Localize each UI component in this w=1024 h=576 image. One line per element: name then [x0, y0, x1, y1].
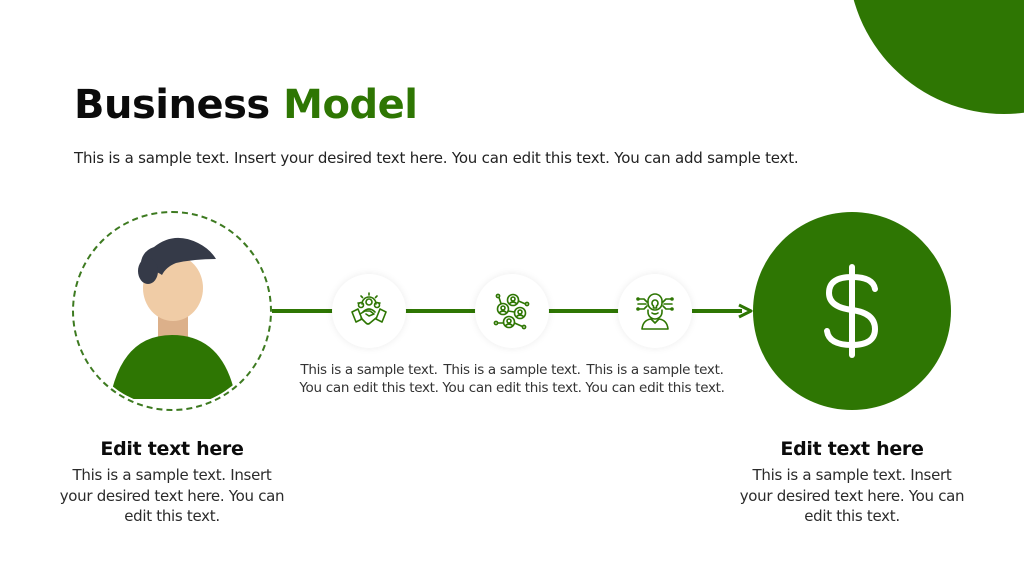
title-part-2: Model	[283, 82, 418, 128]
start-block: Edit text here This is a sample text. In…	[57, 436, 287, 527]
step-node-1	[332, 274, 406, 348]
step-node-3	[618, 274, 692, 348]
innovator-idea-icon	[636, 293, 674, 330]
network-people-icon	[493, 293, 530, 330]
person-avatar-icon	[110, 237, 236, 407]
dollar-icon	[824, 264, 879, 358]
arrow-head-icon	[738, 303, 753, 319]
step-node-2	[475, 274, 549, 348]
page-title: Business Model	[74, 82, 418, 128]
start-node	[72, 211, 272, 411]
connector-line-1	[272, 309, 334, 313]
step-text-3: This is a sample text. You can edit this…	[585, 362, 725, 396]
title-part-1: Business	[74, 82, 270, 128]
connector-line-2	[404, 309, 478, 313]
connector-line-4	[692, 309, 742, 313]
end-block-title: Edit text here	[780, 438, 924, 460]
end-node	[753, 212, 951, 410]
start-block-title: Edit text here	[100, 438, 244, 460]
end-block-text: This is a sample text. Insert your desir…	[739, 466, 965, 525]
end-block: Edit text here This is a sample text. In…	[737, 436, 967, 527]
step-text-1: This is a sample text. You can edit this…	[299, 362, 439, 396]
page-subtitle: This is a sample text. Insert your desir…	[74, 149, 799, 167]
connector-line-3	[548, 309, 622, 313]
step-text-2: This is a sample text. You can edit this…	[442, 362, 582, 396]
decorative-corner-circle	[848, 0, 1024, 114]
start-block-text: This is a sample text. Insert your desir…	[59, 466, 285, 525]
teamwork-handshake-icon	[351, 292, 387, 325]
